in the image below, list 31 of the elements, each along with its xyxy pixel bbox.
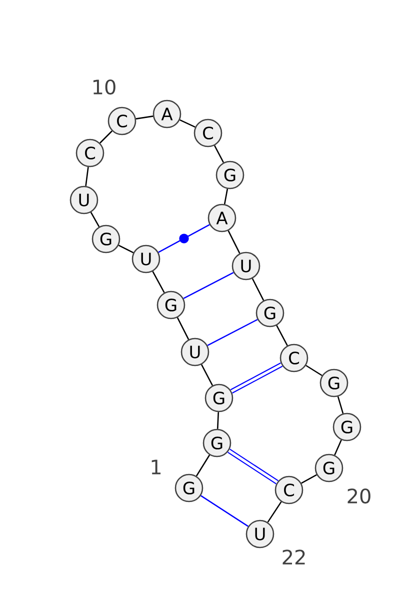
backbone-line (252, 278, 264, 301)
backbone-line (267, 501, 282, 523)
backbone-line (334, 440, 342, 456)
backbone-line (196, 454, 210, 476)
backbone-line (224, 188, 228, 204)
base-pair-line (207, 318, 258, 346)
backbone-line (337, 396, 344, 414)
backbone-line (85, 166, 89, 186)
backbone-line (214, 145, 224, 163)
backbone-line (136, 116, 154, 120)
backbone-line (152, 271, 165, 293)
backbone-line (306, 364, 322, 376)
backbone-line (118, 244, 134, 254)
position-number: 20 (348, 488, 370, 504)
base-pair-line (183, 272, 234, 300)
backbone-line (100, 130, 112, 144)
backbone-line (216, 412, 220, 429)
backbone-line (90, 212, 100, 227)
position-number: 1 (152, 460, 161, 474)
position-number: 10 (93, 79, 116, 95)
base-pair-line (200, 495, 248, 527)
base-pair-line (230, 362, 283, 394)
backbone-line (200, 364, 214, 386)
base-pair-line (228, 448, 278, 484)
backbone-line (276, 325, 288, 346)
backbone-line (301, 474, 317, 484)
base-pair-line (158, 224, 210, 253)
backbone-line (228, 230, 240, 254)
backbone-line (176, 317, 190, 340)
backbone-line (180, 119, 196, 128)
position-number: 22 (282, 550, 305, 564)
